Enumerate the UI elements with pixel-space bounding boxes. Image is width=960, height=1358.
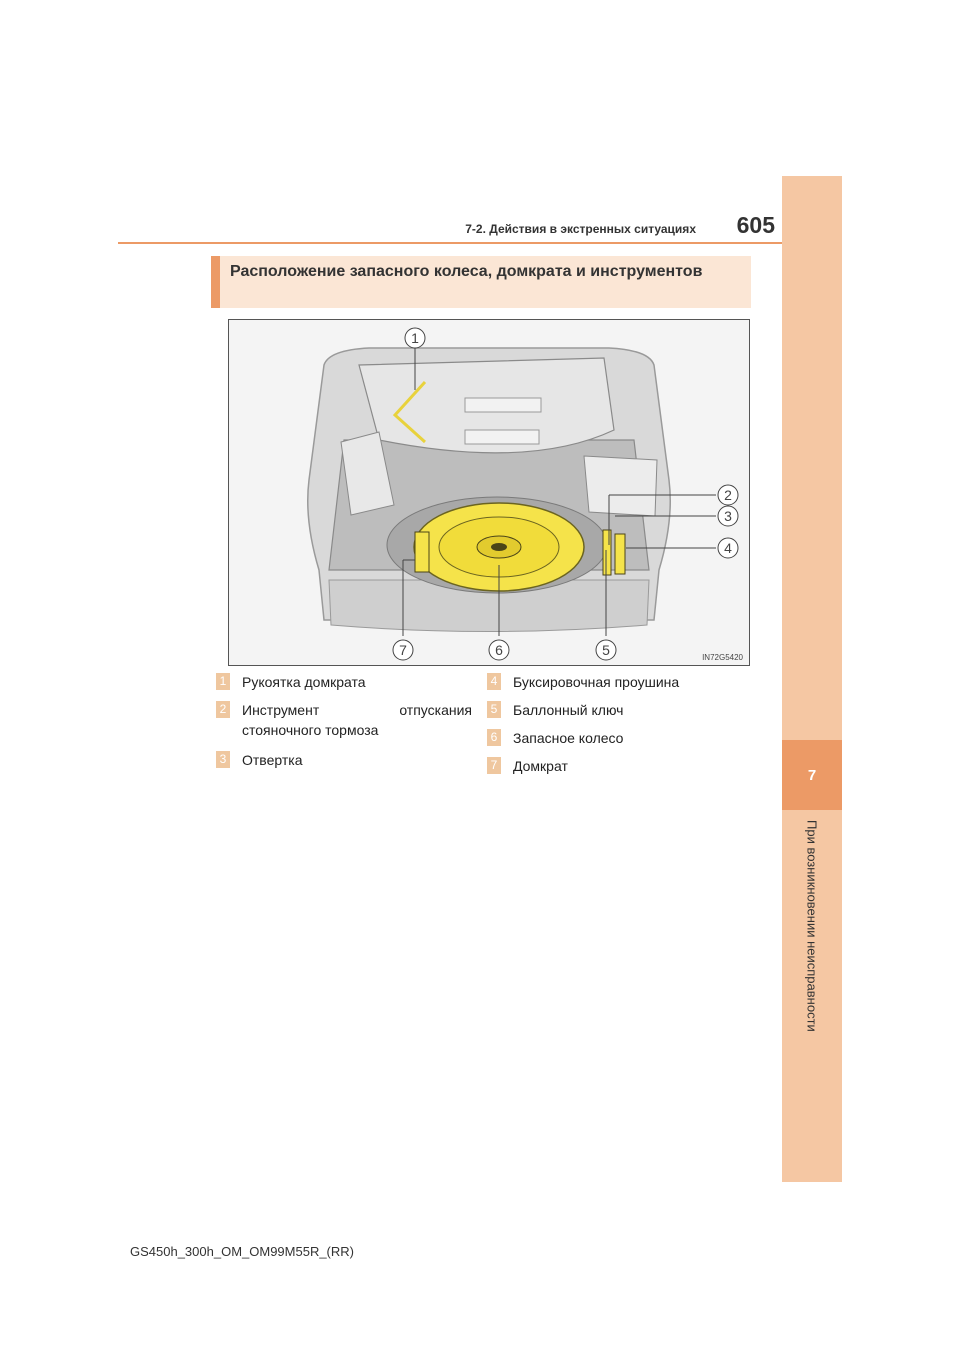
- legend-number-3: 3: [216, 751, 230, 768]
- callout-2: 2: [724, 487, 732, 503]
- callout-7: 7: [399, 642, 407, 658]
- callout-3: 3: [724, 508, 732, 524]
- chapter-title-text: При возникновении неисправности: [804, 820, 820, 1032]
- page-number: 605: [736, 212, 775, 238]
- legend-number-1: 1: [216, 673, 230, 690]
- callout-6: 6: [495, 642, 503, 658]
- legend-label-6: Запасное колесо: [513, 730, 624, 746]
- side-chapter-tab: [782, 176, 842, 1182]
- callout-4: 4: [724, 540, 732, 556]
- legend-label-5: Баллонный ключ: [513, 702, 624, 718]
- callout-1: 1: [411, 330, 419, 346]
- section-header-title: 7-2. Действия в экстренных ситуациях: [465, 222, 696, 236]
- footer-doc-code: GS450h_300h_OM_OM99M55R_(RR): [130, 1244, 354, 1259]
- legend-number-6: 6: [487, 729, 501, 746]
- legend-number-7: 7: [487, 757, 501, 774]
- legend-label-2: Инструмент отпускания стояночного тормоз…: [242, 702, 472, 738]
- trunk-illustration: 1 2 3 4 5 6 7 IN72G5420: [228, 319, 750, 666]
- legend-number-5: 5: [487, 701, 501, 718]
- header-divider: [118, 242, 782, 244]
- legend-number-4: 4: [487, 673, 501, 690]
- section-heading: Расположение запасного колеса, домкрата …: [230, 263, 703, 280]
- trunk-drawing: 1 2 3 4 5 6 7 IN72G5420: [229, 320, 749, 665]
- figure-code: IN72G5420: [702, 653, 743, 662]
- callout-5: 5: [602, 642, 610, 658]
- legend-number-2: 2: [216, 701, 230, 718]
- legend-label-1: Рукоятка домкрата: [242, 674, 366, 690]
- section-heading-box: Расположение запасного колеса, домкрата …: [211, 256, 751, 308]
- legend-label-7: Домкрат: [513, 758, 568, 774]
- chapter-title: При возникновении неисправности: [782, 820, 842, 1032]
- legend-label-4: Буксировочная проушина: [513, 674, 680, 690]
- legend-label-3: Отвертка: [242, 752, 303, 768]
- chapter-number: 7: [782, 740, 842, 810]
